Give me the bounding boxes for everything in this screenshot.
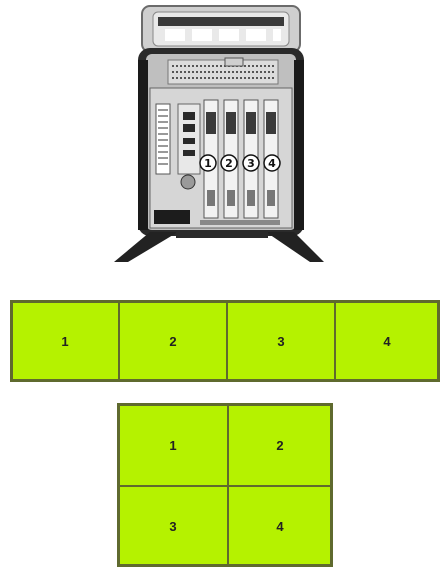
- svg-text:3: 3: [247, 157, 255, 170]
- grid-frame: [117, 403, 333, 567]
- slot-callout-3: 3: [243, 155, 259, 171]
- vent-grille: [168, 58, 278, 84]
- row-frame: [10, 300, 440, 382]
- slot-callout-1: 1: [200, 155, 216, 171]
- svg-text:4: 4: [268, 157, 276, 170]
- slot-callout-2: 2: [221, 155, 237, 171]
- svg-text:2: 2: [225, 157, 233, 170]
- svg-text:1: 1: [204, 157, 212, 170]
- slot-callout-4: 4: [264, 155, 280, 171]
- top-handle: [142, 6, 300, 52]
- computer-chassis-illustration: 1 2 3 4: [0, 0, 440, 280]
